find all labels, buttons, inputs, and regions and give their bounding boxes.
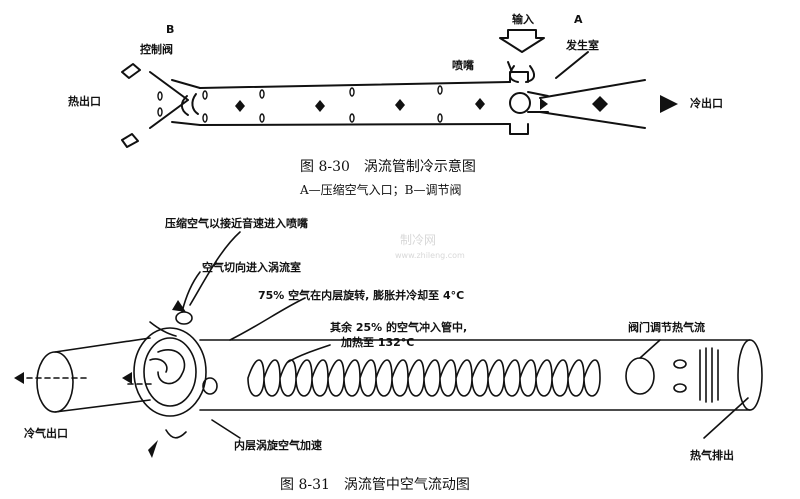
wall-dots (157, 85, 443, 123)
watermark-line1: 制冷网 (400, 233, 437, 247)
cold-outlet-cone (539, 79, 646, 129)
flow-markers (235, 95, 678, 113)
figure-subcaption-8-30: A—压缩空气入口；B—调节阀 (300, 183, 462, 197)
label-hot-exhaust: 热气排出 (690, 449, 734, 462)
label-compressed-air: 压缩空气以接近音速进入喷嘴 (165, 217, 308, 230)
label-nozzle: 喷嘴 (452, 59, 474, 72)
main-tube (199, 339, 763, 411)
control-valve-arrow-top (121, 63, 141, 79)
dashed-flows (17, 377, 156, 385)
control-valve-arrow-bottom (121, 133, 139, 148)
label-cold-outlet: 冷出口 (690, 97, 723, 110)
label-b: B (166, 23, 175, 36)
chamber-pointer (555, 51, 589, 79)
nozzle-pointer (507, 61, 513, 73)
label-remaining-air-1: 其余 25% 的空气冲入管中, (330, 321, 468, 334)
label-control-valve: 控制阀 (140, 43, 173, 56)
vortex-chamber-a (508, 65, 549, 135)
spiral-flow (247, 359, 601, 397)
figure-caption-8-31: 图 8-31 涡流管中空气流动图 (280, 477, 470, 493)
label-remaining-air-2: 加热至 132°C (341, 336, 415, 349)
label-inner-vortex: 内层涡旋空气加速 (234, 439, 322, 452)
label-generation-chamber: 发生室 (566, 39, 599, 52)
hot-end-valve (149, 71, 201, 129)
label-valve-regulates: 阀门调节热气流 (628, 321, 705, 334)
label-tangential-entry: 空气切向进入涡流室 (202, 261, 301, 274)
label-a: A (574, 13, 583, 26)
hot-end-valve (625, 347, 719, 403)
label-cold-outlet-2: 冷气出口 (24, 427, 68, 440)
cold-outlet-pipe (36, 337, 151, 413)
vortex-chamber (133, 311, 218, 439)
watermark-line2: www.zhileng.com (395, 251, 465, 260)
label-hot-outlet: 热出口 (68, 95, 101, 108)
input-arrow (499, 29, 545, 53)
cold-outlet-arrow (660, 95, 678, 113)
vortex-tube-body (199, 81, 511, 126)
label-input: 输入 (512, 13, 534, 26)
figure-caption-8-30: 图 8-30 涡流管制冷示意图 (300, 159, 476, 175)
label-inner-rotation: 75% 空气在内层旋转, 膨胀并冷却至 4°C (258, 289, 465, 302)
flow-arrows-2 (14, 300, 186, 458)
